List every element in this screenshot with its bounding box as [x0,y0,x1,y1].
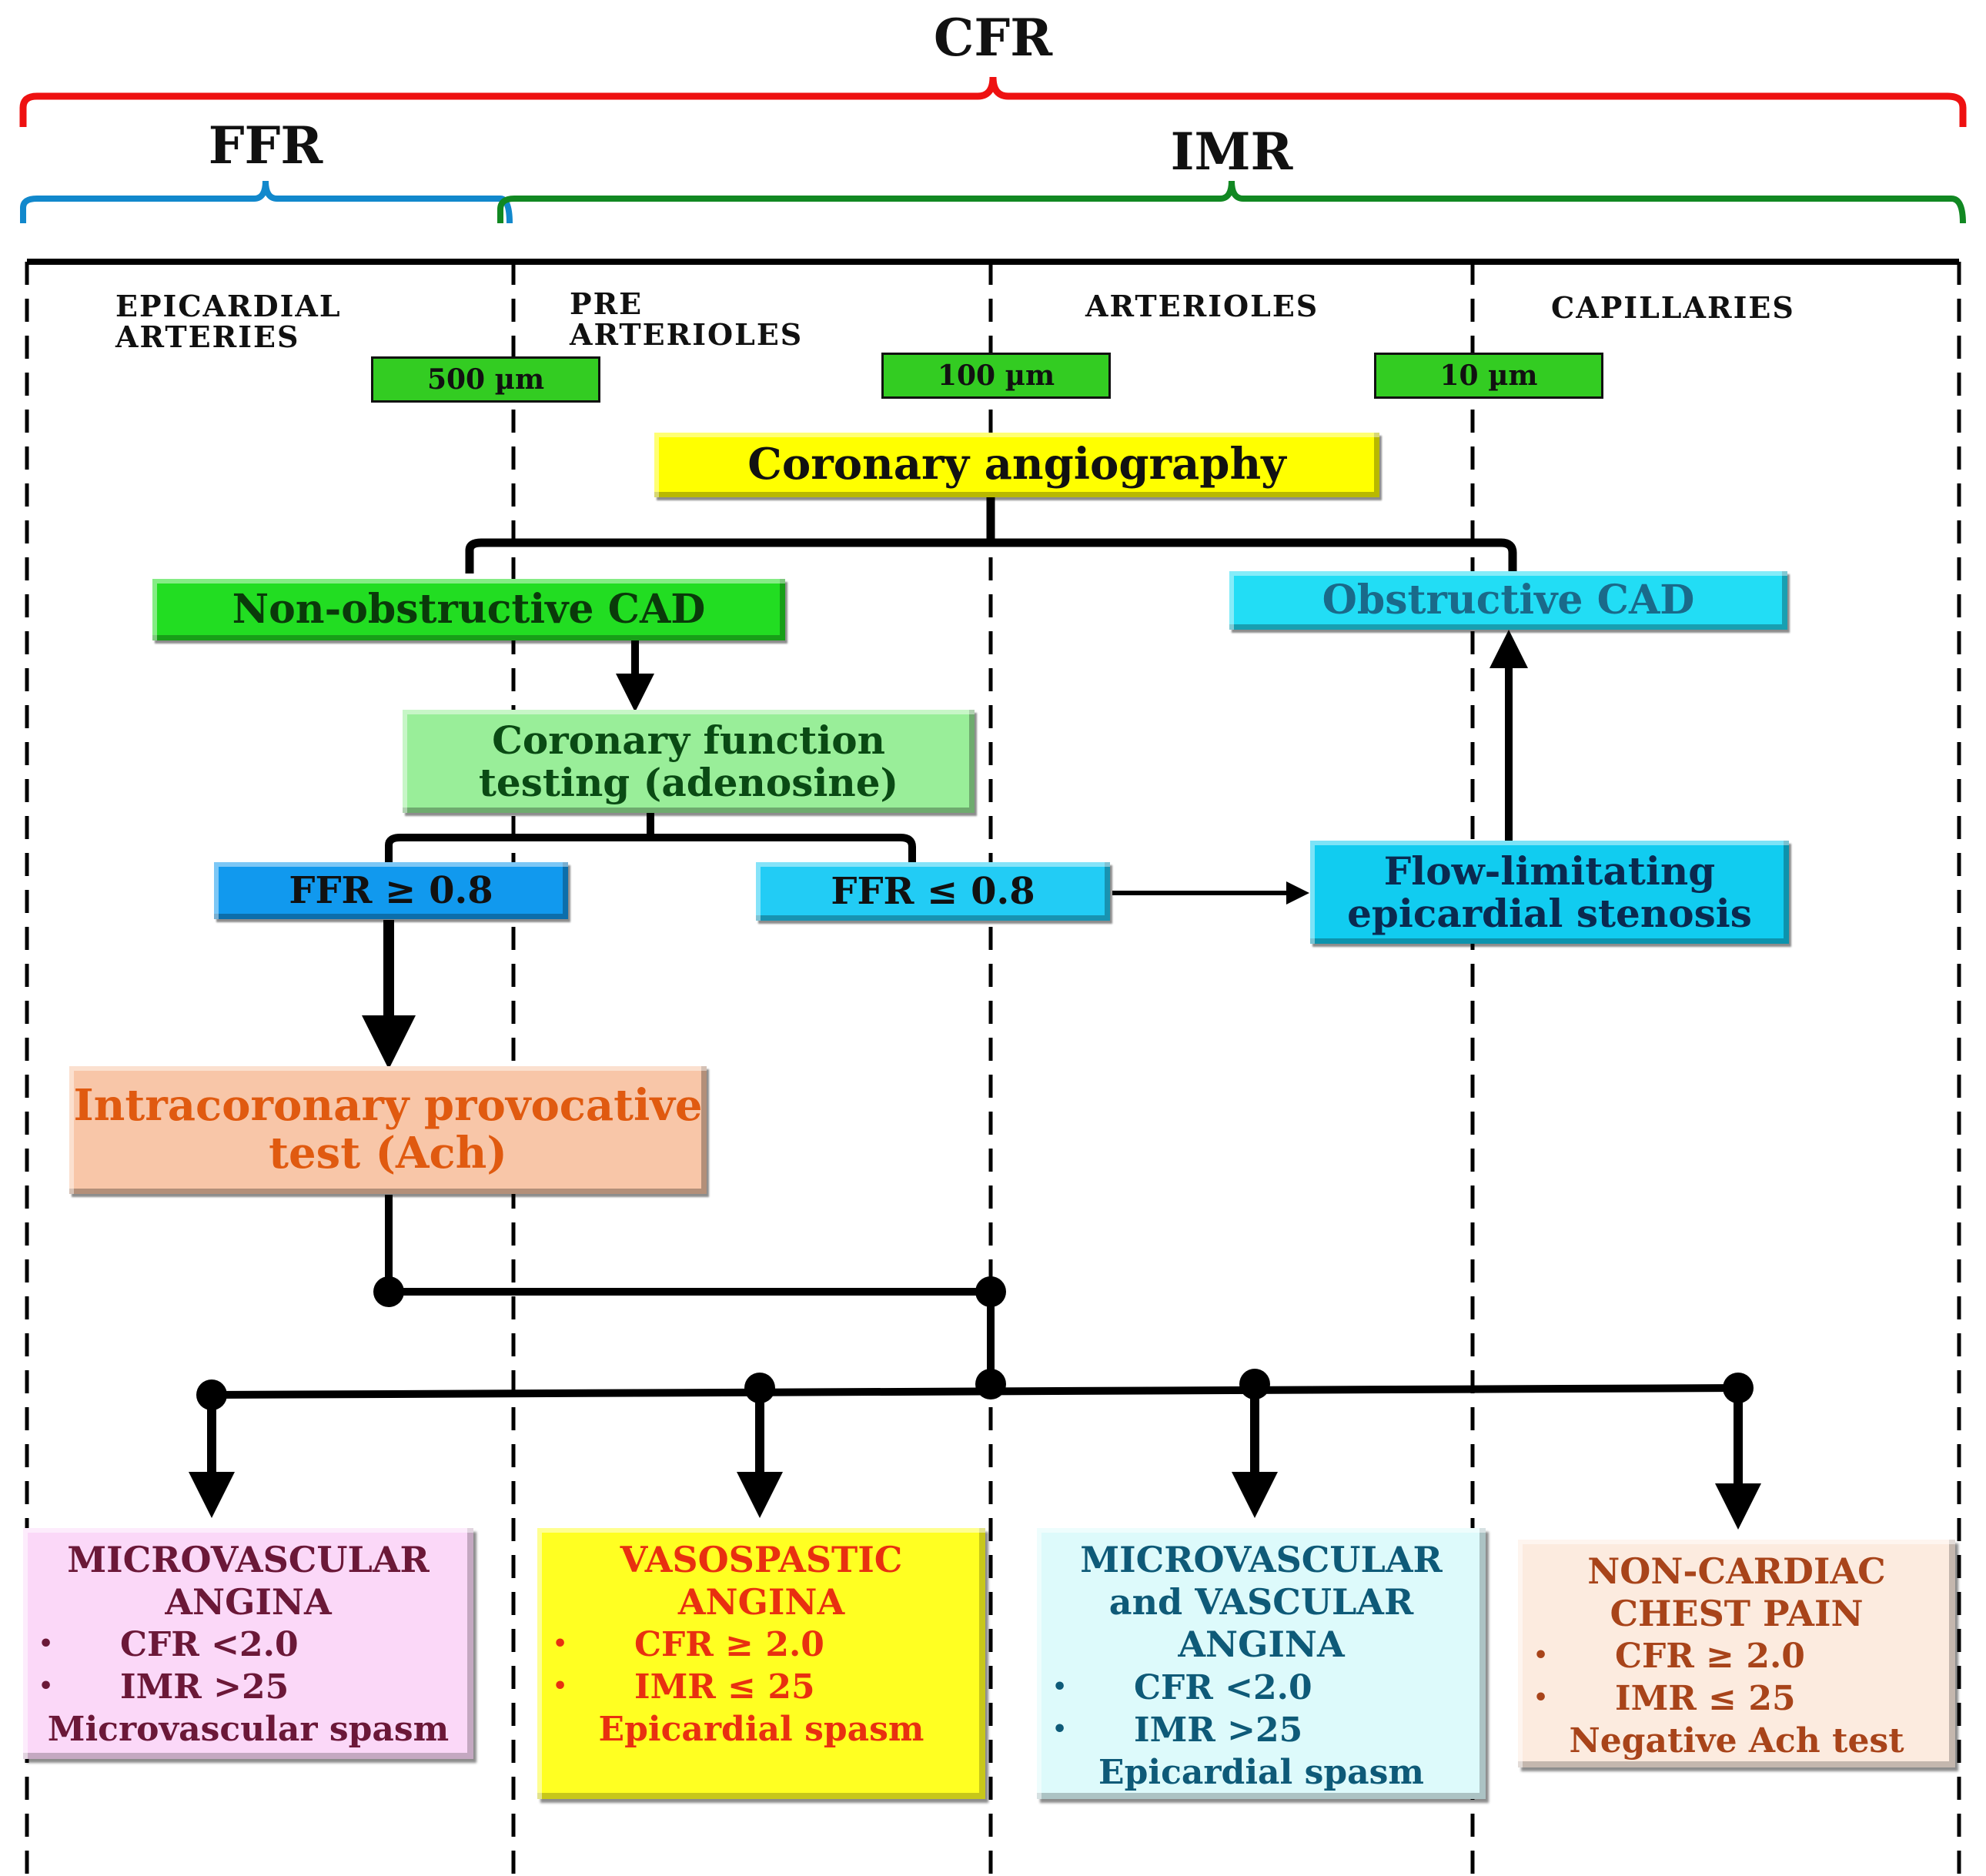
outcome-microvascular-vascular-angina: MICROVASCULAR and VASCULAR ANGINA •CFR <… [1037,1528,1486,1799]
column-header-arterioles: ARTERIOLES [1085,289,1319,323]
outcome-vasospastic-angina: VASOSPASTIC ANGINA •CFR ≥ 2.0 •IMR ≤ 25 … [537,1528,985,1799]
provocative-merge-connector [385,1195,995,1384]
outcome-microvascular-angina: MICROVASCULAR ANGINA •CFR <2.0 •IMR >25 … [23,1528,473,1759]
cfr-bracket [19,76,1967,127]
coronary-angiography-box: Coronary angiography [654,433,1379,497]
junction-dot [1239,1369,1270,1399]
outcome-distribution-line [211,1384,1740,1399]
vessel-size-10: 10 µm [1374,353,1603,399]
ffr-ge-box: FFR ≥ 0.8 [214,862,568,919]
vessel-size-500: 500 µm [371,356,600,403]
ffr-bracket [20,180,513,224]
junction-dot [373,1276,404,1307]
function-testing-split-connector [385,812,916,862]
junction-dot [1723,1373,1754,1403]
outcome-non-cardiac-chest-pain: NON-CARDIAC CHEST PAIN •CFR ≥ 2.0 •IMR ≤… [1518,1540,1955,1767]
junction-dot [975,1276,1006,1307]
non-obstructive-cad-box: Non-obstructive CAD [152,579,785,640]
imr-bracket [497,180,1966,224]
imr-label: IMR [1170,122,1293,182]
ffr-label: FFR [208,115,323,176]
angiography-split-connector [465,497,1517,574]
vessel-size-100: 100 µm [881,353,1111,399]
junction-dot [196,1379,227,1410]
junction-dot [975,1369,1006,1399]
obstructive-cad-box: Obstructive CAD [1229,571,1787,630]
cfr-label: CFR [933,8,1053,68]
column-header-capillaries: CAPILLARIES [1551,290,1795,325]
junction-dot [744,1373,775,1403]
ffr-le-box: FFR ≤ 0.8 [756,862,1110,921]
